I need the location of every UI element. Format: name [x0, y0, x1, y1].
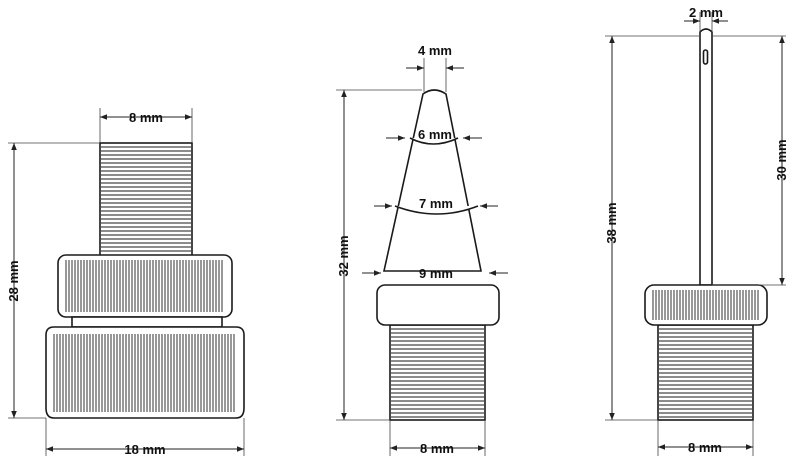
needle-adapter-nut-knurl: [652, 290, 759, 320]
cone-adapter-step-1: [409, 137, 459, 145]
cone-step3-label: 9 mm: [419, 266, 453, 281]
cone-height-label: 32 mm: [336, 235, 351, 276]
cone-adapter-cone: [383, 89, 482, 272]
hose-adapter-thread-lines: [101, 146, 191, 252]
needle-adapter-eye: [702, 49, 709, 65]
hose-adapter: 8 mm 28 mm 18 mm: [6, 108, 245, 457]
needle-length-label: 30 mm: [774, 139, 789, 180]
cone-adapter-thread-lines: [391, 328, 484, 418]
needle-width-label: 2 mm: [689, 5, 723, 20]
needle-adapter-nut: [644, 284, 768, 326]
hose-adapter-base-knurl: [53, 334, 235, 412]
needle-adapter: 2 mm 30 mm 38 mm 8 mm: [604, 5, 789, 456]
cone-adapter-collar: [376, 284, 500, 326]
cone-tip-width-label: 4 mm: [418, 43, 452, 58]
hose-base-width-label: 18 mm: [124, 442, 165, 457]
needle-height-label: 38 mm: [604, 202, 619, 243]
hose-adapter-neck: [71, 316, 223, 328]
hose-height-label: 28 mm: [6, 260, 21, 301]
hose-adapter-thread: [99, 142, 193, 258]
cone-step1-label: 6 mm: [418, 127, 452, 142]
cone-thread-width-label: 8 mm: [420, 441, 454, 456]
needle-adapter-thread-lines: [659, 328, 752, 418]
cone-adapter: 4 mm 6 mm 7 mm 9 mm 32 mm 8 mm: [336, 43, 508, 456]
needle-thread-width-label: 8 mm: [688, 440, 722, 455]
cone-step2-label: 7 mm: [419, 196, 453, 211]
hose-adapter-base: [45, 326, 245, 419]
cone-adapter-step-2: [394, 205, 479, 215]
hose-adapter-nut-knurl: [65, 260, 223, 312]
needle-adapter-needle: [699, 28, 713, 286]
hose-thread-width-label: 8 mm: [129, 110, 163, 125]
